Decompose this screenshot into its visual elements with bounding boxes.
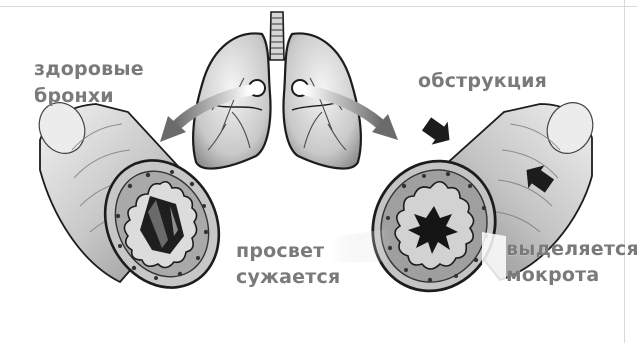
label-healthy-bronchi-line1: здоровые bbox=[34, 58, 144, 81]
sputum-label-glow bbox=[482, 232, 506, 286]
lumen-label-glow bbox=[330, 228, 392, 262]
lungs-illustration bbox=[193, 12, 361, 169]
label-healthy-bronchi-line2: бронхи bbox=[34, 85, 114, 108]
label-obstruction: обструкция bbox=[418, 70, 547, 93]
compression-arrow-top bbox=[419, 113, 458, 152]
label-lumen-narrows-line2: сужается bbox=[236, 266, 340, 289]
label-sputum-line1: выделяется bbox=[506, 238, 637, 261]
label-sputum-line2: мокрота bbox=[506, 264, 599, 287]
label-lumen-narrows-line1: просвет bbox=[236, 240, 324, 263]
